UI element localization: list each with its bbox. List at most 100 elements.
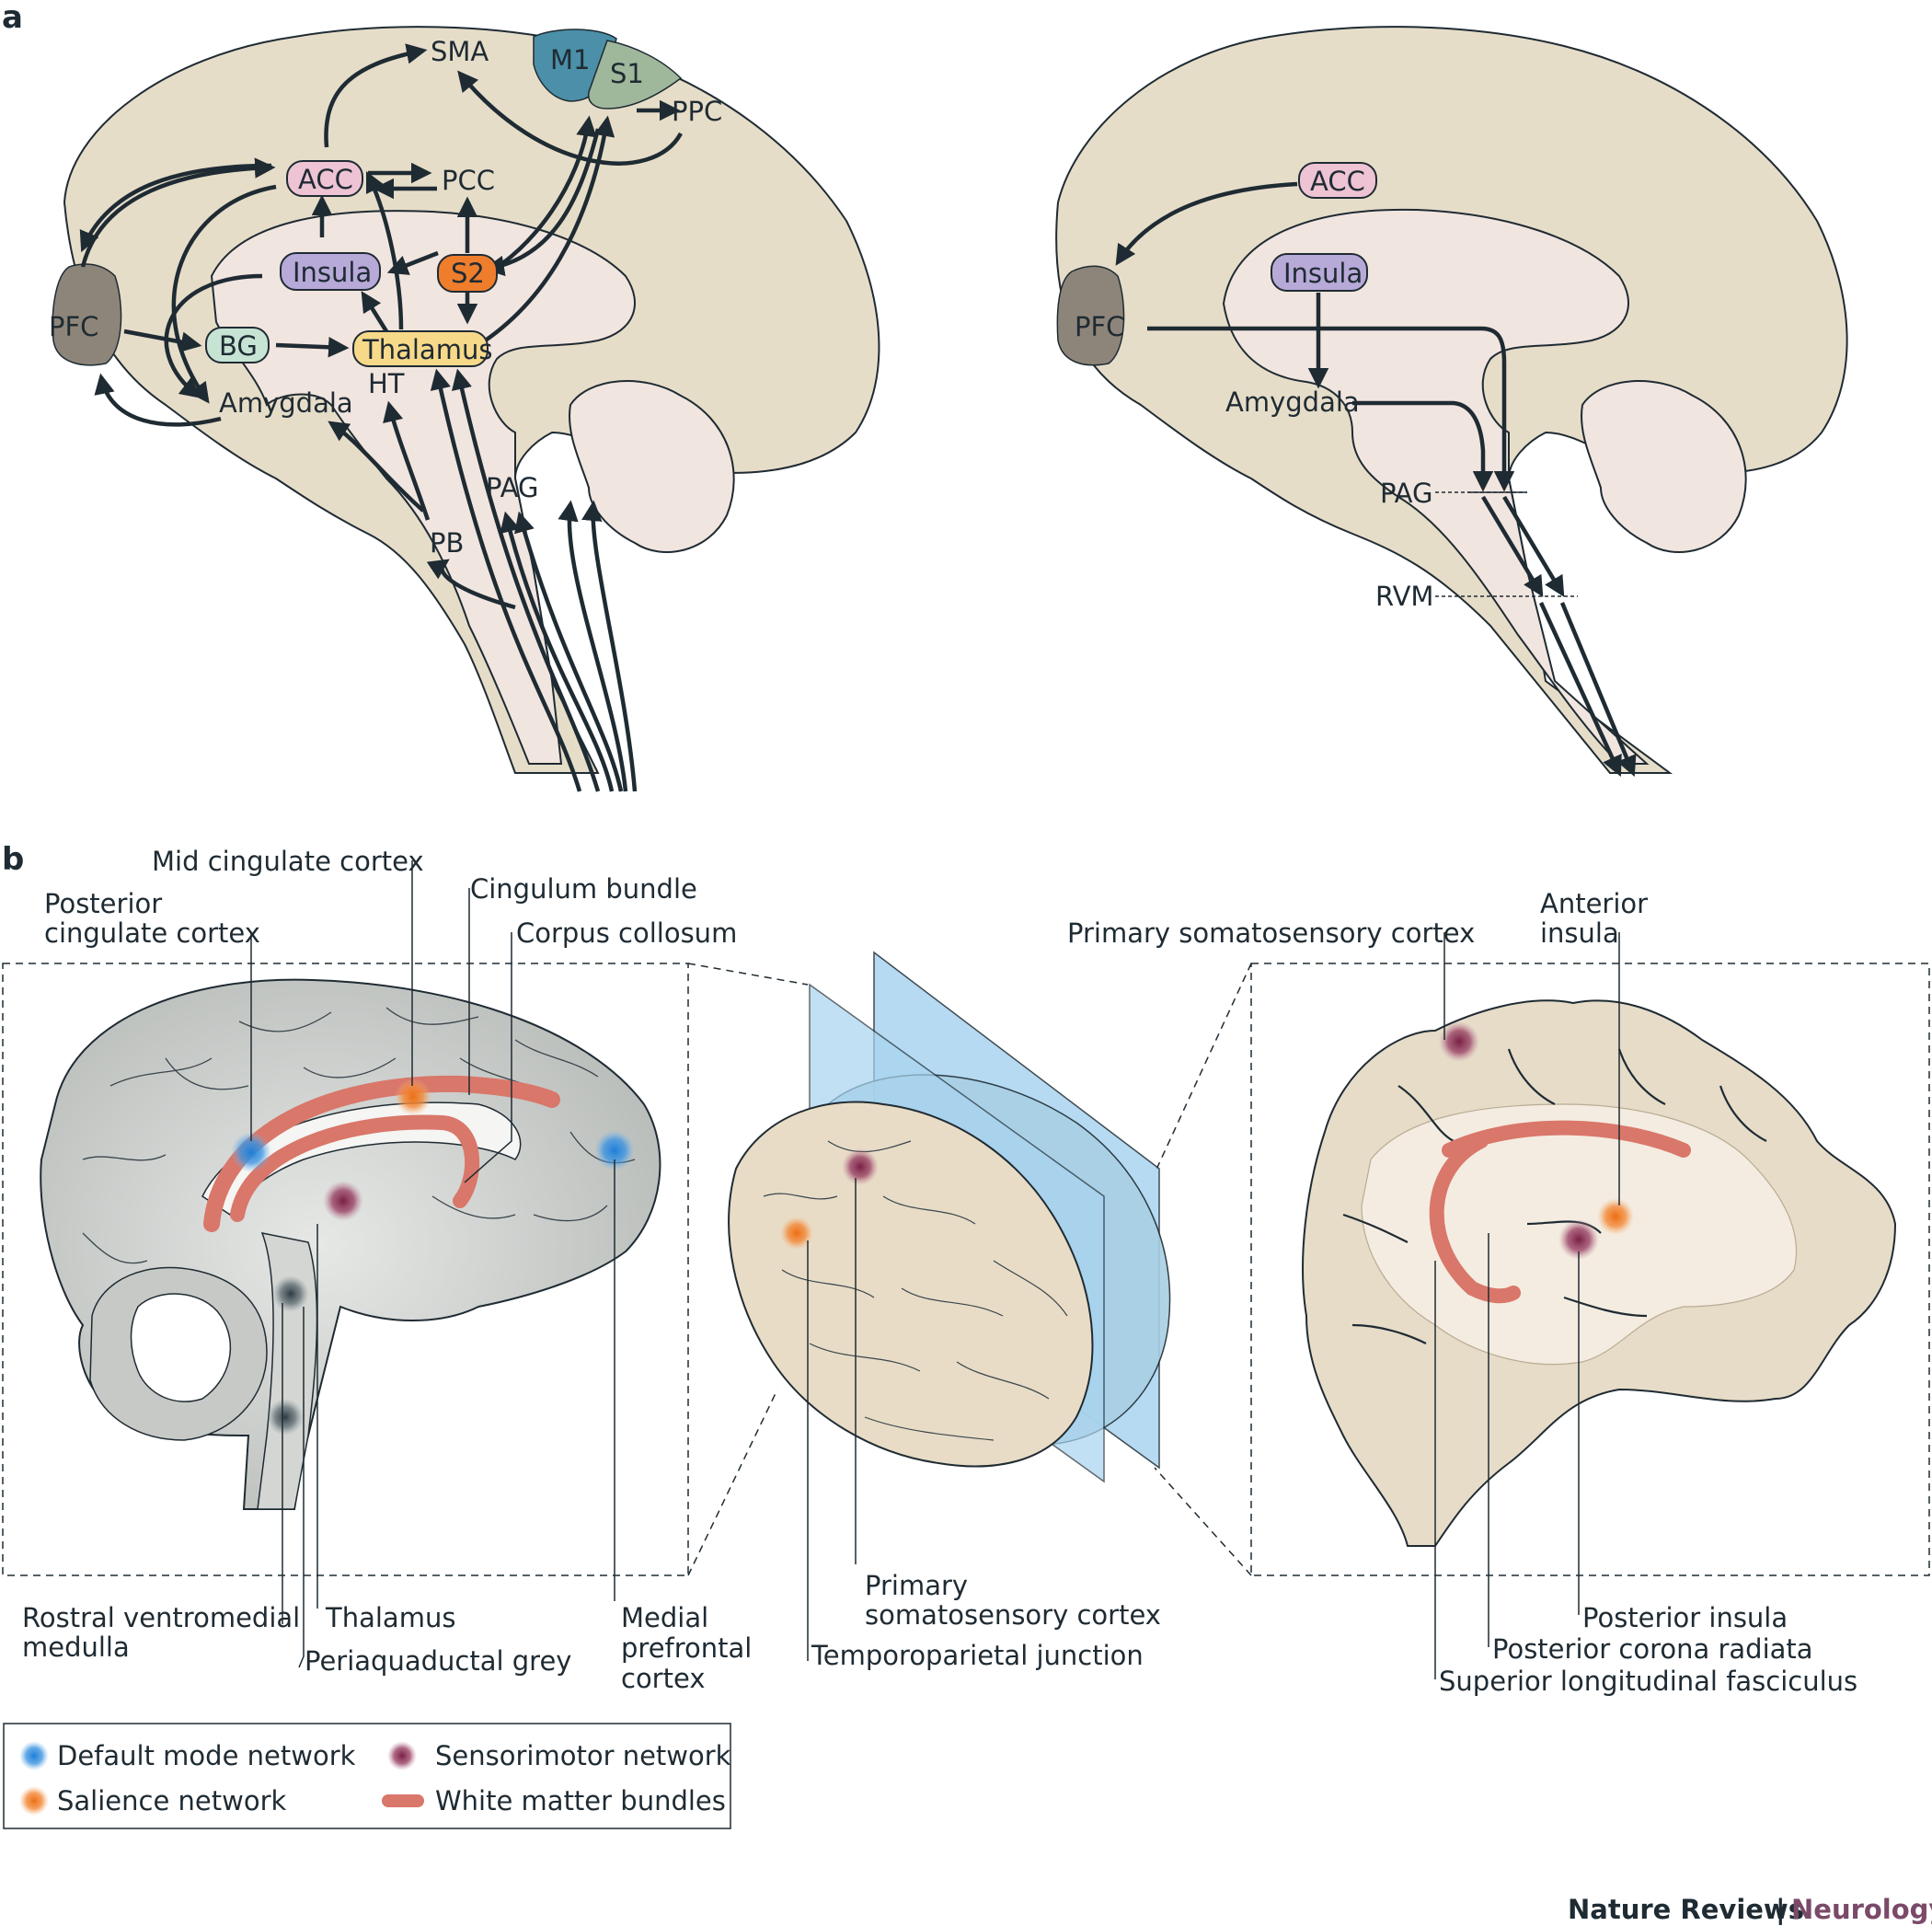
brand-separator: |	[1776, 1894, 1786, 1925]
label-pcc-1: Posterior	[44, 888, 162, 919]
arrow-rvm-spinal-1	[1538, 602, 1622, 778]
legend-salience-label: Salience network	[57, 1785, 286, 1816]
node-bg	[205, 327, 270, 363]
arrow-thalamus-insula	[361, 291, 388, 333]
arrow-spinal-thalamus-2	[451, 368, 601, 792]
brand-section: Neurology	[1791, 1894, 1932, 1925]
label-pag-right: PAG	[1380, 478, 1432, 509]
label-rvm-2: medulla	[22, 1632, 130, 1663]
panel-a-right-brain	[1055, 26, 1848, 774]
label-pag-b: Periaquaductal grey	[305, 1645, 571, 1677]
arrow-spinal-cb-2	[581, 500, 638, 792]
cingulum-bundle-medial-2	[230, 1114, 480, 1222]
label-ppc: PPC	[672, 96, 722, 127]
label-insula: Insula	[293, 257, 372, 288]
legend-box	[3, 1723, 731, 1829]
arrow-pb-ht	[383, 400, 431, 521]
label-mpfc-1: Medial	[621, 1602, 708, 1633]
label-sma: SMA	[431, 36, 489, 67]
legend-white-matter-label: White matter bundles	[435, 1785, 726, 1816]
arrow-acc-amygdala	[171, 184, 277, 404]
label-m1: M1	[550, 44, 590, 75]
label-corpus-collosum: Corpus collosum	[516, 917, 737, 949]
brain-3d	[728, 951, 1171, 1483]
arrow-spinal-thalamus-1	[430, 368, 582, 792]
arbor-vitae	[130, 1293, 232, 1402]
arrow-amygdala-pfc	[94, 373, 222, 427]
brand-journal: Nature Reviews	[1568, 1894, 1804, 1925]
arrow-to-pb	[426, 559, 516, 610]
legend: Default mode network Salience network Se…	[3, 1723, 731, 1829]
label-s1-top: Primary somatosensory cortex	[1067, 917, 1475, 949]
s1-dot-3d	[842, 1148, 879, 1185]
arrow-s2-insula	[386, 250, 439, 275]
node-acc-right	[1298, 162, 1377, 199]
panel-b-label: b	[2, 841, 24, 878]
node-insula-right	[1271, 253, 1368, 292]
leader-lines	[250, 860, 1620, 1679]
label-cingulum-bundle: Cingulum bundle	[470, 873, 697, 905]
legend-salience-swatch	[19, 1786, 49, 1816]
label-rvm: RVM	[1375, 581, 1433, 612]
arrow-s1-s2	[483, 128, 601, 277]
panel-a-left-arrows	[79, 43, 683, 792]
panel-a-right-level-lines	[1435, 491, 1578, 597]
rvm-dot	[267, 1399, 304, 1436]
label-pcc-2: cingulate cortex	[44, 917, 260, 949]
label-bg: BG	[219, 330, 258, 362]
arrow-pb-amygdala	[328, 421, 425, 513]
label-tpj: Temporoparietal junction	[811, 1640, 1144, 1671]
arrow-insula-amygdala	[164, 273, 263, 398]
tpj-dot	[780, 1217, 813, 1250]
label-slf: Superior longitudinal fasciculus	[1439, 1666, 1857, 1697]
node-insula	[280, 252, 381, 291]
panel-b-labels: Mid cingulate cortex Cingulum bundle Pos…	[22, 846, 1857, 1697]
label-pag-left: PAG	[486, 472, 538, 503]
left-inset-box	[2, 963, 689, 1576]
thalamus-dot	[323, 1181, 363, 1221]
arrow-amygdala-pag	[1352, 400, 1494, 492]
panel-a-right-labels: ACC Insula PFC Amygdala PAG RVM	[1075, 162, 1433, 612]
label-pcc: PCC	[442, 165, 495, 196]
label-acc-right: ACC	[1310, 166, 1365, 197]
label-s2: S2	[451, 258, 485, 289]
node-thalamus	[352, 330, 489, 367]
label-anterior-insula-2: insula	[1540, 917, 1619, 949]
panel-a-left-brain	[52, 26, 880, 774]
arrow-rvm-spinal-2	[1559, 602, 1637, 778]
label-pfc-left: PFC	[49, 311, 98, 342]
panel-a-left-labels: SMA M1 S1 PPC ACC PCC Insula S2 PFC BG T…	[49, 36, 722, 559]
legend-dmn-swatch	[19, 1741, 49, 1770]
brand: Nature Reviews | Neurology	[1568, 1894, 1932, 1925]
pfc-region-right	[1056, 265, 1125, 366]
label-mpfc-2: prefrontal	[621, 1632, 752, 1664]
s1-dot-coronal	[1439, 1021, 1479, 1062]
arrow-pag-rvm-2	[1502, 495, 1565, 597]
arrow-pag-rvm-1	[1481, 495, 1544, 597]
arrow-spinal-pag-2	[514, 511, 624, 792]
label-acc: ACC	[298, 164, 353, 195]
arrow-pfc-acc	[80, 157, 276, 268]
corona-radiata-bundle	[1429, 1134, 1521, 1304]
mpfc-dot	[594, 1130, 635, 1171]
pfc-region-left	[52, 263, 122, 366]
arrow-spinal-pag-1	[500, 511, 615, 792]
pcc-dot	[231, 1132, 271, 1172]
node-s2	[437, 254, 498, 293]
medial-brain	[40, 978, 661, 1510]
label-mid-cingulate: Mid cingulate cortex	[152, 846, 424, 877]
arrow-bg-thalamus	[275, 337, 350, 358]
right-cerebellum	[1581, 380, 1747, 553]
arrow-pfc-bg	[123, 329, 202, 352]
node-acc	[286, 160, 363, 197]
legend-sensorimotor-swatch	[387, 1741, 417, 1770]
left-cerebellum	[569, 380, 735, 553]
label-ht: HT	[368, 368, 405, 399]
anterior-insula-dot	[1597, 1198, 1634, 1235]
legend-dmn-label: Default mode network	[57, 1740, 356, 1771]
label-s1-bottom-1: Primary	[865, 1570, 968, 1601]
arrow-acc-pfc-right	[1115, 181, 1298, 266]
coronal-slice	[1302, 999, 1897, 1547]
label-mpfc-3: cortex	[621, 1663, 705, 1694]
